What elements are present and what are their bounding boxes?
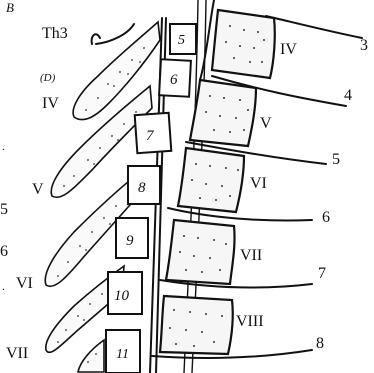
- left-numeral: VII: [6, 345, 28, 362]
- right-number: 3: [360, 37, 368, 54]
- spinous-label: 5: [178, 33, 185, 48]
- th3-curl: [92, 24, 134, 44]
- body-vii: [166, 220, 235, 284]
- body-numeral: VI: [250, 175, 267, 192]
- body-numeral: IV: [280, 41, 297, 58]
- level-label: Th3: [42, 25, 68, 42]
- right-numbers: 3 4 5 6 7 8: [316, 37, 368, 352]
- body-viii: [160, 296, 233, 354]
- edge-mark: 6: [0, 243, 8, 260]
- left-numerals: IV V VI VII: [6, 95, 59, 362]
- right-number: 7: [318, 265, 326, 282]
- panel-label: B: [6, 0, 14, 15]
- body-numeral: VII: [240, 247, 262, 264]
- spinous-label: 11: [116, 347, 129, 362]
- spinous-label: 8: [138, 180, 146, 196]
- left-numeral: V: [32, 181, 44, 198]
- right-number: 8: [316, 335, 324, 352]
- body-numeral: V: [260, 115, 272, 132]
- edge-mark: 5: [0, 201, 8, 218]
- spinous-label: 9: [126, 233, 134, 249]
- edge-dot: .: [2, 279, 5, 293]
- right-number: 5: [332, 151, 340, 168]
- spinous-label: 10: [114, 288, 130, 304]
- body-vi: [178, 148, 244, 212]
- right-number: 6: [322, 209, 330, 226]
- body-numeral: VIII: [236, 313, 264, 330]
- spinous-label: 6: [170, 72, 178, 88]
- edge-dot: .: [2, 139, 5, 153]
- rib-viii: [78, 340, 104, 372]
- left-numeral: VI: [16, 275, 33, 292]
- body-iv: [212, 10, 275, 78]
- left-numeral: IV: [42, 95, 59, 112]
- right-number: 4: [344, 87, 352, 104]
- body-v: [190, 80, 256, 146]
- d-label: (D): [40, 72, 56, 84]
